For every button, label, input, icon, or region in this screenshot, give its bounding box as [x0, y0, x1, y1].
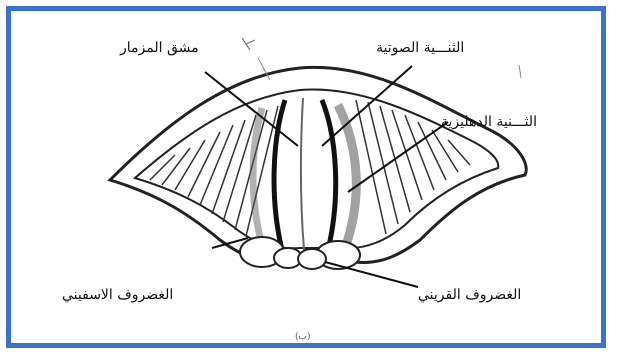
- label-vestibular-fold: الثـــنية الدهليزية: [441, 114, 537, 130]
- glottis-slit: [301, 98, 304, 250]
- right-corniculate: [298, 249, 326, 269]
- leader-vocal-fold: [322, 66, 412, 146]
- sketch-mark: [519, 65, 521, 78]
- right-vocal-fold: [322, 100, 336, 250]
- sketch-mark: [242, 38, 255, 50]
- vestibular-shade: [338, 105, 356, 248]
- outer-ring: [110, 67, 526, 262]
- leader-corniculate: [325, 262, 418, 287]
- label-corniculate-cartilage: الغضروف القريني: [418, 287, 521, 303]
- label-vocal-fold: الثنـــية الصوتية: [376, 40, 464, 56]
- figure-caption: (ب): [295, 332, 311, 342]
- left-vocal-fold: [274, 100, 285, 250]
- label-arytenoid-cartilage: الغضروف الاسفيني: [62, 287, 173, 303]
- label-glottis: مشق المزمار: [120, 40, 199, 56]
